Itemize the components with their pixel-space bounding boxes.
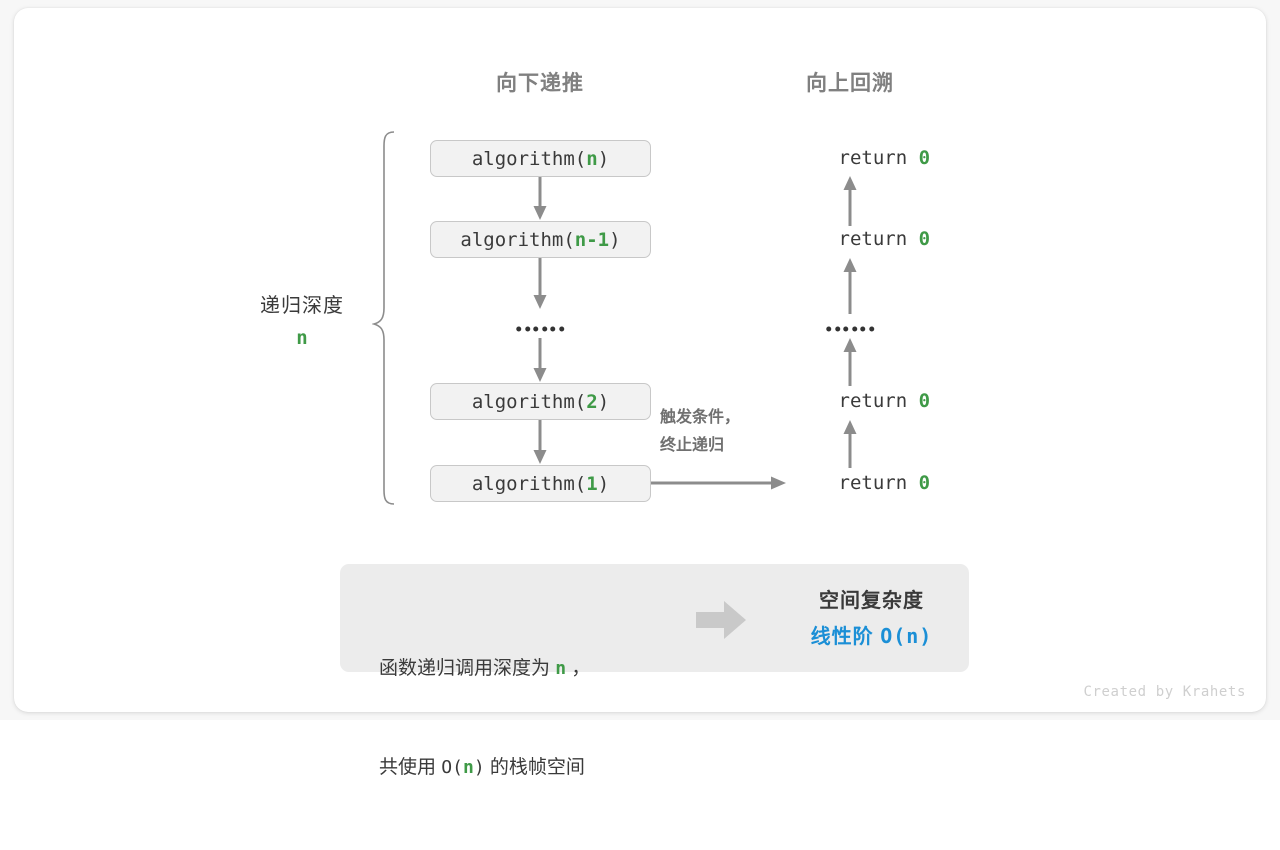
call-box-n-minus-1[interactable]: algorithm(n-1) — [430, 221, 651, 258]
return-value: 0 — [918, 472, 931, 494]
return-text: return — [838, 472, 919, 494]
summary-line-2-mono-pre: O( — [441, 757, 463, 778]
recursion-depth-brace — [372, 131, 395, 505]
return-label-2: return 0 — [770, 206, 931, 272]
dot — [558, 326, 564, 332]
dot — [524, 326, 530, 332]
call-arg: 1 — [586, 472, 598, 495]
dot — [868, 326, 874, 332]
up-arrow-icon — [843, 338, 857, 386]
summary-line-2-pre: 共使用 — [379, 757, 442, 778]
return-label-4: return 0 — [770, 450, 931, 516]
call-box-1[interactable]: algorithm(1) — [430, 465, 651, 502]
call-box-2[interactable]: algorithm(2) — [430, 383, 651, 420]
dot — [860, 326, 866, 332]
dot — [826, 326, 832, 332]
trigger-note-line-1: 触发条件， — [660, 409, 741, 426]
summary-line-1-var: n — [555, 658, 567, 679]
column-header-backtrack: 向上回溯 — [806, 72, 894, 95]
down-arrow-icon — [533, 258, 547, 309]
summary-line-1-pre: 函数递归调用深度为 — [379, 658, 556, 679]
down-arrow-icon — [533, 338, 547, 382]
summary-line-1-post: ， — [566, 658, 591, 679]
call-arg: n — [586, 147, 598, 170]
summary-box: 函数递归调用深度为 n ， 共使用 O(n) 的栈帧空间 空间复杂度 线性阶 O… — [340, 564, 969, 778]
return-text: return — [838, 390, 919, 412]
complexity-order-notation: O(n) — [880, 624, 933, 648]
complexity-title: 空间复杂度 — [819, 590, 924, 612]
summary-description: 函数递归调用深度为 n ， 共使用 O(n) 的栈帧空间 — [379, 586, 590, 850]
call-suffix: ) — [597, 472, 610, 495]
return-value: 0 — [918, 147, 931, 169]
dot — [516, 326, 522, 332]
diagram-canvas: 向下递推 向上回溯 递归深度 n algorithm(n) algorithm(… — [14, 8, 1266, 778]
down-arrow-icon — [533, 177, 547, 220]
return-label-3: return 0 — [770, 368, 931, 434]
dot — [550, 326, 556, 332]
call-box-n[interactable]: algorithm(n) — [430, 140, 651, 177]
call-prefix: algorithm( — [471, 390, 587, 413]
return-value: 0 — [918, 390, 931, 412]
ellipsis-right — [826, 326, 874, 332]
dot — [541, 326, 547, 332]
recursion-depth-label: 递归深度 n — [260, 289, 344, 349]
right-arrow-icon — [651, 476, 786, 490]
complexity-order-text: 线性阶 — [810, 626, 881, 648]
call-suffix: ) — [597, 390, 610, 413]
footer-credit: Created by Krahets — [1083, 684, 1246, 700]
summary-line-2-mono-post: ) — [473, 757, 485, 778]
complexity-value: 线性阶 O(n) — [774, 622, 969, 651]
call-prefix: algorithm( — [471, 472, 587, 495]
call-suffix: ) — [609, 228, 621, 251]
call-prefix: algorithm( — [471, 147, 587, 170]
summary-line-2: 共使用 O(n) 的栈帧空间 — [379, 751, 590, 784]
call-arg: 2 — [586, 390, 598, 413]
trigger-condition-note: 触发条件， 终止递归 — [660, 404, 740, 460]
up-arrow-icon — [843, 258, 857, 314]
summary-line-1: 函数递归调用深度为 n ， — [379, 652, 590, 685]
dot — [843, 326, 849, 332]
return-text: return — [838, 228, 919, 250]
column-header-descend: 向下递推 — [496, 72, 584, 95]
up-arrow-icon — [843, 176, 857, 226]
complexity-result: 空间复杂度 线性阶 O(n) — [774, 586, 969, 651]
summary-line-2-var: n — [462, 757, 474, 778]
return-text: return — [838, 147, 919, 169]
return-value: 0 — [918, 228, 931, 250]
dot — [533, 326, 539, 332]
up-arrow-icon — [843, 420, 857, 468]
call-suffix: ) — [597, 147, 610, 170]
trigger-note-line-2: 终止递归 — [660, 437, 725, 454]
dot — [834, 326, 840, 332]
return-label-1: return 0 — [770, 125, 931, 191]
call-prefix: algorithm( — [460, 228, 575, 251]
implies-arrow-icon — [696, 601, 746, 639]
recursion-depth-value: n — [296, 327, 308, 349]
ellipsis-left — [516, 326, 564, 332]
recursion-depth-text: 递归深度 — [260, 295, 344, 317]
call-arg: n-1 — [574, 228, 610, 251]
diagram-card: 向下递推 向上回溯 递归深度 n algorithm(n) algorithm(… — [14, 8, 1266, 778]
dot — [851, 326, 857, 332]
summary-line-2-post: 的栈帧空间 — [484, 757, 585, 778]
down-arrow-icon — [533, 420, 547, 464]
